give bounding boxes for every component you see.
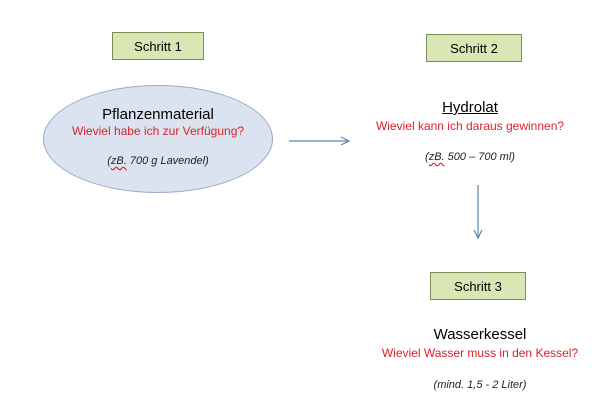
hydrolat-example-abbr: zB.	[428, 151, 445, 163]
hydrolat-title-text: Hydrolat	[442, 99, 498, 116]
plant-material-example-rest: 700 g Lavendel)	[126, 155, 209, 167]
arrow-step2-to-step3	[473, 185, 483, 240]
step-1-label: Schritt 1	[112, 32, 204, 60]
step-3-label: Schritt 3	[430, 272, 526, 300]
water-kettle-example: (mind. 1,5 - 2 Liter)	[433, 379, 527, 391]
plant-material-example-prefix: (	[107, 155, 111, 167]
plant-material-question: Wieviel habe ich zur Verfügung?	[71, 124, 245, 138]
water-kettle-question: Wieviel Wasser muss in den Kessel?	[381, 346, 579, 360]
hydrolat-example: (zB. 500 – 700 ml)	[370, 151, 570, 163]
hydrolat-title: Hydrolat	[370, 99, 570, 116]
water-kettle-title: Wasserkessel	[433, 326, 527, 343]
plant-material-ellipse	[43, 85, 273, 193]
plant-material-example: (zB. 700 g Lavendel)	[43, 155, 273, 167]
arrow-step1-to-step2	[289, 136, 351, 146]
hydrolat-question: Wieviel kann ich daraus gewinnen?	[375, 119, 565, 133]
step-2-label: Schritt 2	[426, 34, 522, 62]
plant-material-example-abbr: zB.	[110, 155, 127, 167]
hydrolat-example-rest: 500 – 700 ml)	[444, 151, 515, 163]
hydrolat-example-prefix: (	[425, 151, 429, 163]
plant-material-title: Pflanzenmaterial	[102, 106, 214, 123]
